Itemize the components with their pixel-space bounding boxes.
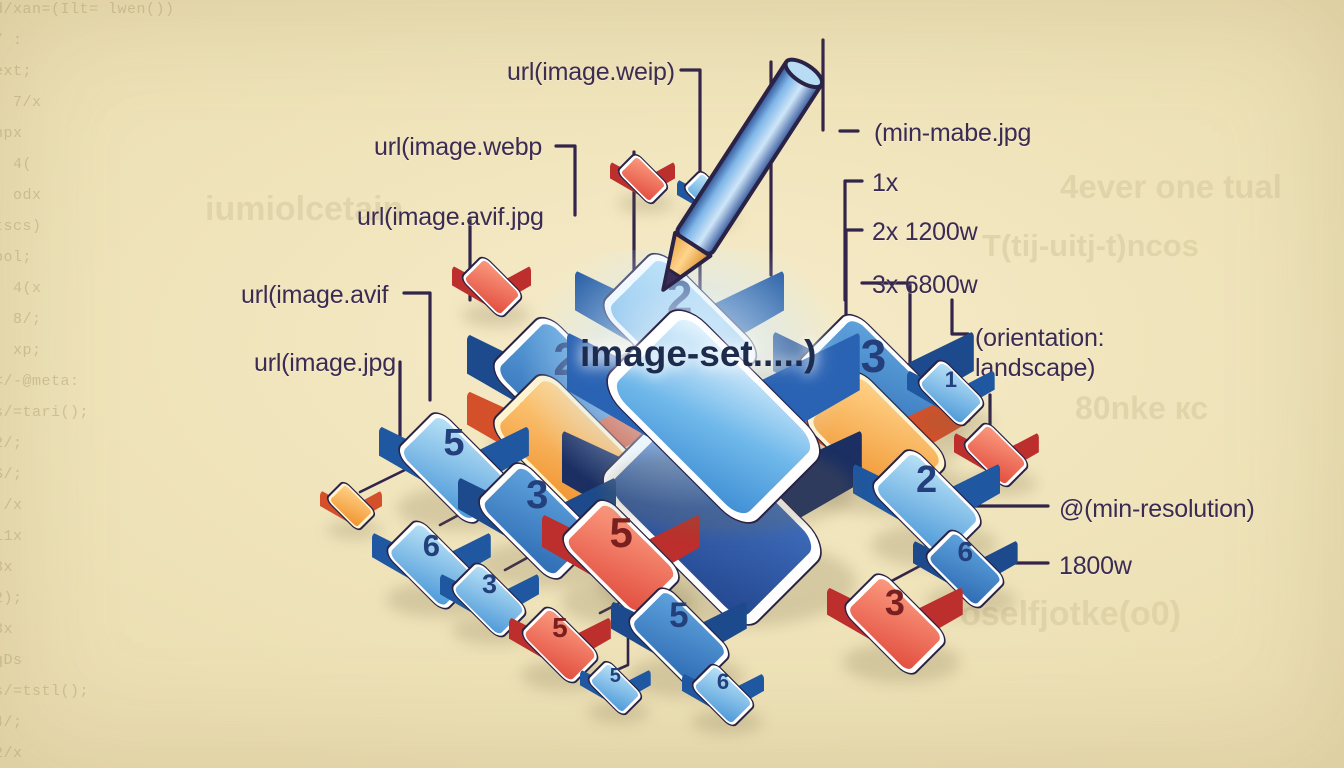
iso-block: 1: [907, 355, 995, 436]
center-label: image-set.....): [580, 333, 817, 374]
iso-block: [610, 150, 676, 214]
iso-block: [452, 252, 532, 327]
ghost-word: oselfjotke(o0): [960, 595, 1182, 633]
label-dpr-3x-6800w: 3x 6800w: [872, 271, 978, 299]
ghost-word: 4ever one tual: [1060, 168, 1282, 205]
iso-block: 6: [682, 659, 765, 734]
label-url-image-jpg: url(image.jpg: [254, 349, 396, 377]
label-url-image-avif-jpg: url(image.avif.jpg: [357, 203, 544, 231]
ghost-word: 80nkе кс: [1075, 390, 1209, 426]
label-orientation: (orientation: landscape): [975, 324, 1105, 382]
label-dpr-2x-1200w: 2x 1200w: [872, 218, 978, 246]
block-shadow: [617, 193, 674, 214]
ghost-word: T(tij-uitj-t)ncos: [982, 228, 1199, 263]
block-shadow: [461, 303, 530, 327]
iso-block: 3: [827, 565, 963, 683]
iso-block: 5: [580, 657, 651, 723]
label-url-image-avif: url(image.avif: [241, 281, 389, 309]
background-code-left: d/xan=(Ilt= lwen()) / : ext; 7/x npx 4( …: [0, 1, 175, 762]
label-dpr-1x: 1x: [872, 169, 899, 197]
block-shadow: [327, 520, 381, 540]
label-min-resolution: @(min-resolution): [1059, 495, 1255, 523]
label-url-image-weip: url(image.weip): [507, 58, 675, 86]
label-min-mabe-jpg: (min-mabe.jpg: [874, 119, 1032, 147]
iso-block: [320, 479, 383, 540]
iso-block: [567, 288, 860, 534]
iso-block: [677, 168, 740, 229]
label-url-image-webp: url(image.webp: [374, 133, 543, 161]
ghost-word: iumiolcetain: [205, 190, 404, 228]
label-width-1800w: 1800w: [1059, 552, 1132, 580]
